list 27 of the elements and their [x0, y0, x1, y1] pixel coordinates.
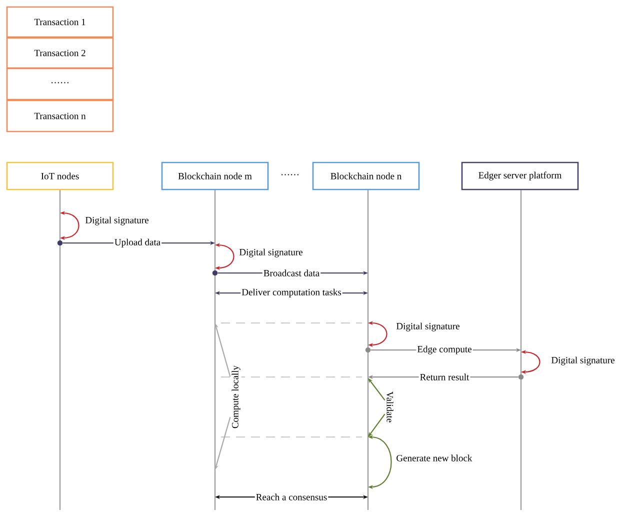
edge-label: Reach a consensus [254, 492, 328, 502]
edge-label: Upload data [113, 238, 162, 248]
pointer-arrow [368, 414, 386, 437]
transaction-box: Transaction 2 [6, 37, 114, 69]
rotated-label: Validate [386, 390, 394, 424]
edge-label: Deliver computation tasks [240, 288, 342, 298]
edge-label: Digital signature [396, 322, 460, 332]
lifeline [367, 190, 369, 510]
participant-box: Blockchain node m [161, 162, 269, 190]
ellipsis-label: ······ [282, 174, 298, 176]
edge-label: Digital signature [239, 248, 302, 258]
edge-label: Digital signature [85, 216, 148, 226]
lifeline [59, 190, 61, 510]
participant-box: Blockchain node n [312, 162, 420, 190]
lifeline [520, 190, 522, 510]
participant-box: IoT nodes [6, 162, 114, 190]
edge-label: Broadcast data [262, 268, 321, 278]
transaction-box: Transaction 1 [6, 6, 114, 38]
transaction-box: ······ [6, 68, 114, 100]
edge-label: Digital signature [551, 356, 614, 366]
edge-label: Edge compute [416, 344, 473, 356]
edge-label: Generate new block [396, 454, 472, 462]
edge-label: Return result [418, 372, 470, 382]
transaction-box: Transaction n [6, 100, 114, 132]
rotated-label: Compute locally [230, 364, 242, 430]
participant-box: Edger server platform [461, 162, 579, 190]
lifeline [214, 190, 216, 510]
